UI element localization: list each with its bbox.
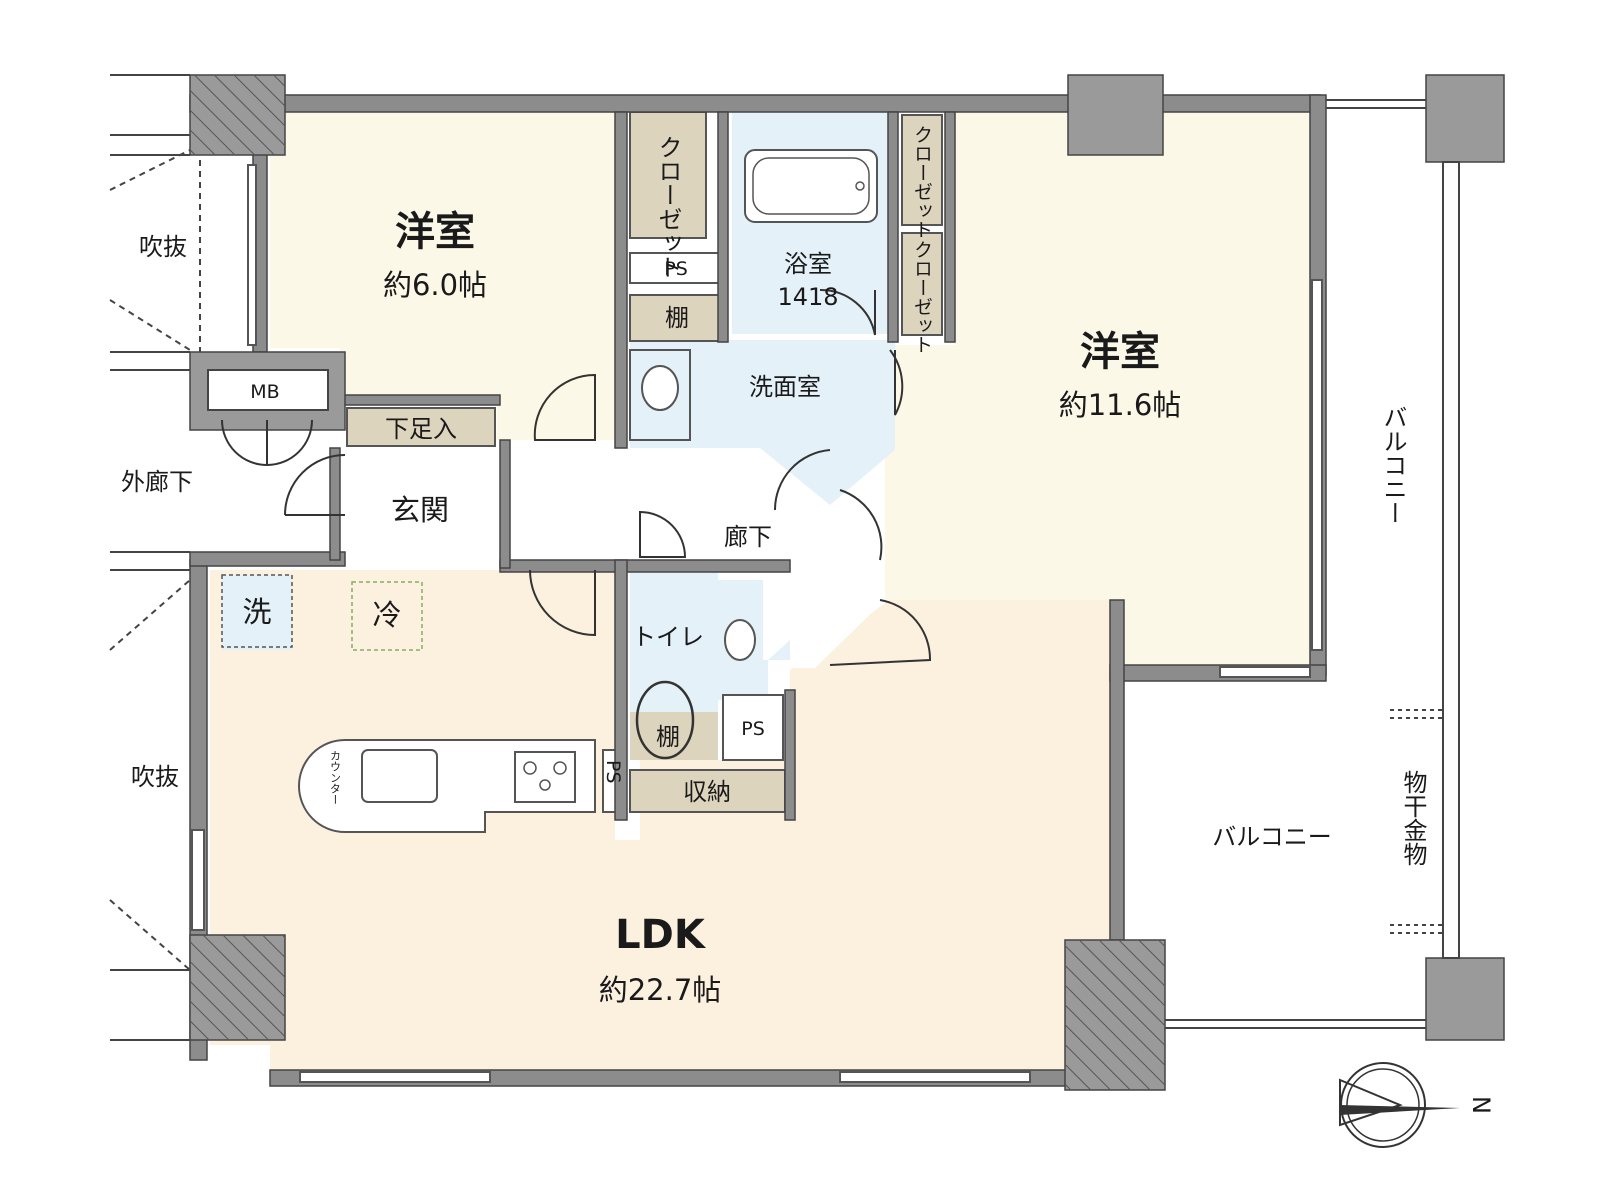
fridge-label: 冷 [372,598,401,632]
closet-3-block [901,232,943,336]
balcony-south-label: バルコニー [1212,823,1332,851]
shoe-closet-label: 下足入 [385,415,457,443]
shelf-block [629,294,725,342]
hallway-label: 廊下 [724,523,772,551]
pipe-space-1-label: PS [664,258,688,280]
pipe-space-2-label: PS [741,718,765,740]
bathtub-inner [752,157,870,215]
entrance-label: 玄関 [391,493,449,527]
hallway-floor [500,448,885,668]
closet-3-label: クローゼット [911,240,933,354]
drying-hardware-label: 物干金物 [1399,770,1427,866]
stove [514,751,576,803]
ldk-floor [210,570,1110,1085]
ps-box-1 [629,252,725,284]
closet-2-block [901,114,943,226]
balcony-side-label: バルコニー [1379,405,1407,525]
closet-2-label: クローゼット [911,125,933,239]
outer-corridor-label: 外廊下 [121,468,193,496]
hatch-1 [190,75,285,155]
burner-2 [553,761,567,775]
toilet-shelf-label: 棚 [656,723,680,751]
bathroom-size: 1418 [777,283,838,311]
laundry-label: 洗 [242,595,271,629]
storage-block [629,769,786,813]
ldk-size: 約22.7帖 [599,973,722,1007]
western-room-1-size: 約6.0帖 [383,268,487,302]
toilet-sink [724,619,756,661]
toilet-bowl [635,680,695,760]
ldk-label: LDK [615,912,707,958]
balcony-rails [109,74,1460,1041]
burner-3 [539,779,551,791]
storage-label: 収納 [683,778,731,806]
western-room-2-floor [885,112,1320,670]
western-room-1-floor [270,112,615,440]
bathtub-drain [855,181,865,191]
closet-1-label: クローゼット [654,135,682,279]
closet-1-block [629,111,707,239]
windows [191,164,1323,1083]
shoe-closet-block [346,407,496,447]
wash-basin [641,365,679,411]
burner-1 [523,761,537,775]
mb-box [207,369,329,411]
toilet-label: トイレ [632,623,704,651]
bathroom-label: 浴室 [784,250,832,278]
laundry-pan [221,574,293,648]
kitchen-sink [361,749,438,803]
western-room-2-label: 洋室 [1080,329,1160,375]
ps-box-2 [722,694,784,761]
laundry-floor [222,575,292,650]
fridge-space [351,581,423,651]
doors [221,288,932,666]
washroom-floor [630,340,895,505]
washroom-label: 洗面室 [749,373,821,401]
western-room-1-label: 洋室 [395,209,475,255]
compass-north-label: N [1467,1096,1495,1114]
hatch-3 [1065,940,1165,1090]
hatch-2 [190,935,285,1040]
counter-label: カウンター [329,750,342,805]
entrance-floor [340,448,500,568]
meter-box-label: MB [250,381,279,403]
pipe-space-3-label: PS [602,760,624,784]
shelf-label: 棚 [665,304,689,332]
toilet-shelf-block [630,712,718,760]
void-upper-label: 吹抜 [139,233,187,261]
void-lower-label: 吹抜 [131,763,179,791]
western-room-2-size: 約11.6帖 [1059,388,1182,422]
compass [1339,1062,1460,1148]
bathtub [744,149,878,223]
